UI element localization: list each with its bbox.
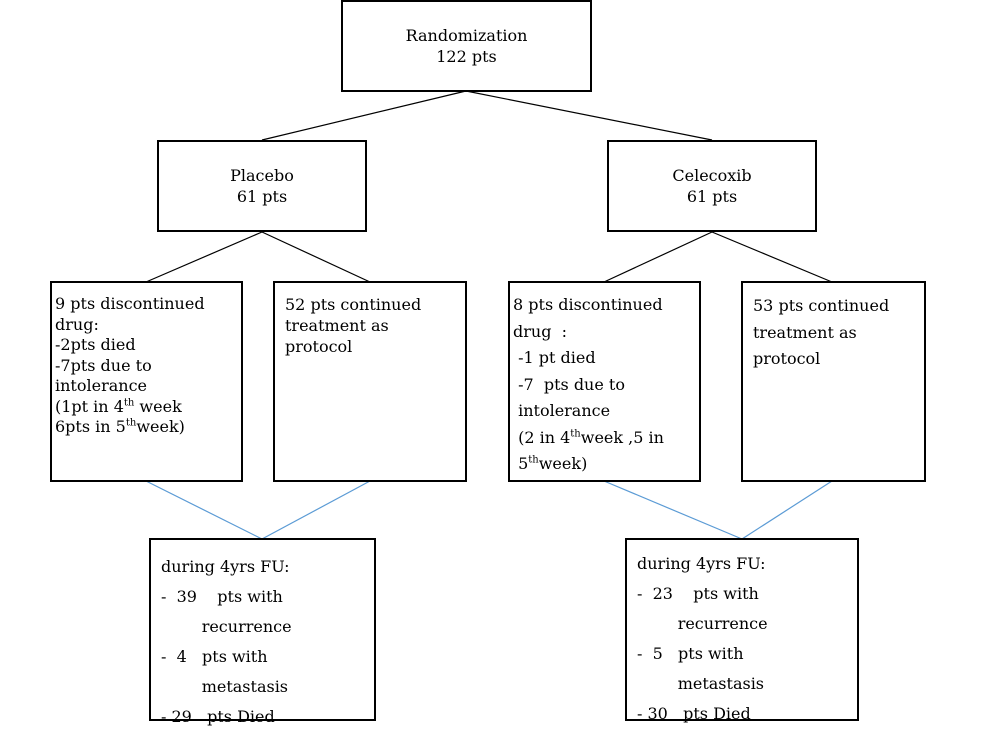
connector-placebo-continued xyxy=(261,231,371,283)
placebo-discontinued-line: -7pts due to xyxy=(55,355,152,375)
randomization-count: 122 pts xyxy=(436,47,497,66)
placebo-continued-line: 52 pts continued xyxy=(285,295,422,314)
connector-celecoxib-discontinued-followup xyxy=(603,480,743,540)
randomization-box: Randomization 122 pts xyxy=(341,0,592,92)
placebo-followup-box: during 4yrs FU: - 39 pts with recurrence… xyxy=(149,538,376,726)
celecoxib-followup-line: during 4yrs FU: xyxy=(637,554,766,573)
placebo-discontinued-line: 9 pts discontinued xyxy=(55,294,205,313)
placebo-continued-box: 52 pts continued treatment as protocol xyxy=(273,281,467,482)
placebo-discontinued-line: intolerance xyxy=(55,376,147,395)
celecoxib-box: Celecoxib 61 pts xyxy=(607,140,817,232)
placebo-discontinued-week-line: (1pt in 4th week xyxy=(55,396,182,416)
placebo-discontinued-box: 9 pts discontinued drug: -2pts died -7pt… xyxy=(50,281,243,482)
placebo-followup-line: - 4 pts with xyxy=(161,647,268,666)
placebo-discontinued-week-line: 6pts in 5thweek) xyxy=(55,417,185,436)
celecoxib-continued-box: 53 pts continued treatment as protocol xyxy=(741,281,926,482)
celecoxib-discontinued-week-line: 5thweek) xyxy=(513,454,588,473)
celecoxib-title: Celecoxib xyxy=(672,166,752,185)
celecoxib-discontinued-box: 8 pts discontinued drug : -1 pt died -7 … xyxy=(508,281,701,482)
celecoxib-discontinued-line: intolerance xyxy=(513,401,611,420)
celecoxib-continued-line: protocol xyxy=(753,349,821,368)
celecoxib-count: 61 pts xyxy=(686,187,738,206)
celecoxib-discontinued-line: drug : xyxy=(513,321,567,341)
placebo-followup-line: metastasis xyxy=(161,677,289,696)
randomization-title: Randomization xyxy=(405,26,528,45)
placebo-discontinued-line: -2pts died xyxy=(55,335,136,354)
connector-celecoxib-discontinued xyxy=(603,231,713,283)
celecoxib-followup-line: metastasis xyxy=(637,674,765,693)
connector-placebo-discontinued xyxy=(145,231,263,283)
placebo-followup-line: during 4yrs FU: xyxy=(161,557,290,576)
placebo-title: Placebo xyxy=(230,166,294,185)
celecoxib-followup-line: - 5 pts with xyxy=(637,644,744,663)
connector-randomization-celecoxib xyxy=(465,90,713,141)
celecoxib-discontinued-line: -1 pt died xyxy=(513,348,596,367)
placebo-followup-line: recurrence xyxy=(161,617,292,636)
placebo-discontinued-line: drug: xyxy=(55,314,99,334)
connector-placebo-continued-followup xyxy=(261,480,371,540)
celecoxib-followup-box: during 4yrs FU: - 23 pts with recurrence… xyxy=(625,538,859,723)
connector-celecoxib-continued xyxy=(711,231,833,283)
celecoxib-discontinued-week-line: (2 in 4thweek ,5 in xyxy=(513,427,664,447)
celecoxib-followup-line: recurrence xyxy=(637,614,768,633)
celecoxib-continued-line: 53 pts continued xyxy=(753,296,890,315)
placebo-followup-line: - 39 pts with xyxy=(161,587,283,606)
placebo-followup-line: - 29 pts Died xyxy=(161,707,275,726)
placebo-continued-line: protocol xyxy=(285,337,353,356)
celecoxib-discontinued-line: -7 pts due to xyxy=(513,374,625,394)
placebo-count: 61 pts xyxy=(236,187,288,206)
placebo-continued-line: treatment as xyxy=(285,316,389,335)
connector-placebo-discontinued-followup xyxy=(145,480,263,540)
celecoxib-followup-line: - 23 pts with xyxy=(637,584,759,603)
celecoxib-continued-line: treatment as xyxy=(753,322,857,342)
connector-randomization-placebo xyxy=(261,90,467,141)
placebo-box: Placebo 61 pts xyxy=(157,140,367,232)
celecoxib-discontinued-line: 8 pts discontinued xyxy=(513,295,663,314)
celecoxib-followup-line: - 30 pts Died xyxy=(637,704,751,723)
connector-celecoxib-continued-followup xyxy=(741,480,833,540)
